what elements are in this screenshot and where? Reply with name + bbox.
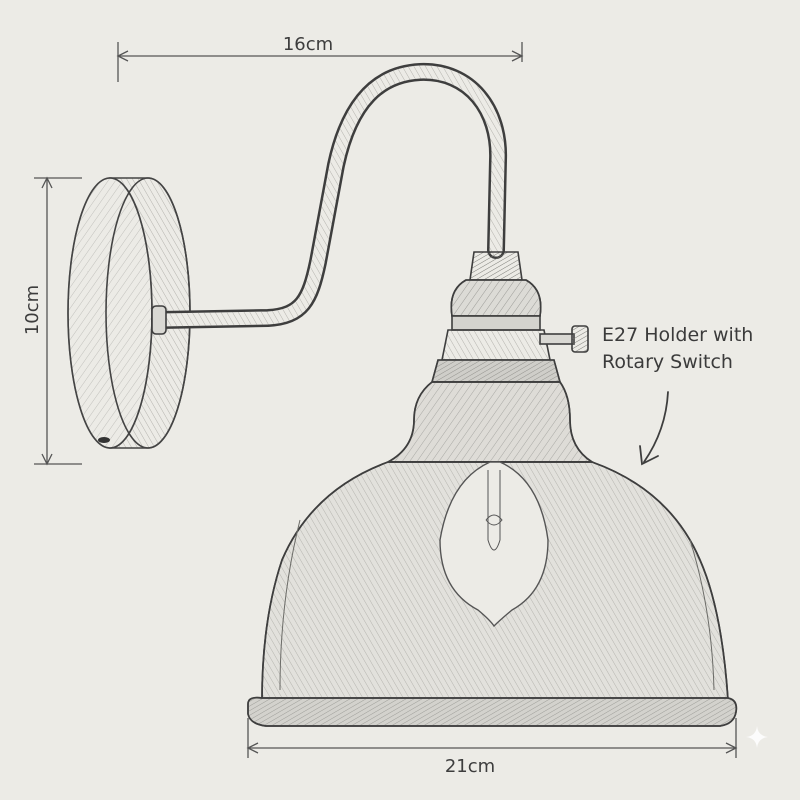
holder-callout: E27 Holder with Rotary Switch: [602, 322, 753, 376]
height-label: 10cm: [22, 285, 43, 335]
callout-arrow: [639, 391, 669, 466]
sparkle-icon: [746, 726, 768, 748]
callout-line-1: E27 Holder with: [602, 324, 754, 346]
callout-line-2: Rotary Switch: [602, 351, 733, 373]
e27-holder: [430, 251, 589, 383]
bottom-width-label: 21cm: [445, 756, 495, 777]
dimension-left: [34, 176, 82, 466]
dimension-top: [116, 42, 524, 82]
top-width-label: 16cm: [283, 34, 333, 55]
dimension-bottom: [246, 718, 738, 758]
gooseneck-arm: [151, 62, 508, 335]
lamp-shade: [247, 381, 738, 727]
